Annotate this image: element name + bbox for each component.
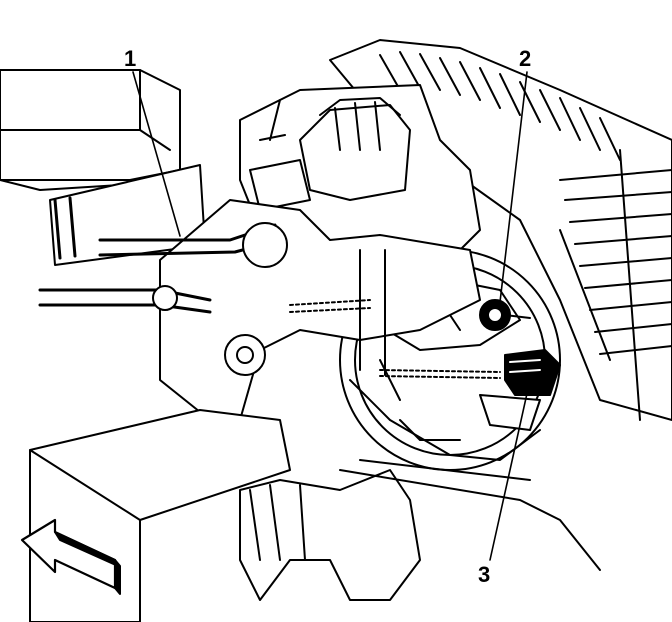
callout-label-3: 3 bbox=[478, 562, 491, 587]
cable-bracket bbox=[38, 199, 501, 421]
leader-line-2 bbox=[499, 71, 528, 303]
callout-label-2: 2 bbox=[519, 46, 532, 71]
leader-line-3 bbox=[489, 379, 531, 561]
leader-line-1 bbox=[132, 71, 181, 237]
callout-label-1: 1 bbox=[124, 46, 137, 71]
booster-fitting bbox=[479, 299, 531, 331]
air-box bbox=[0, 69, 206, 266]
callout-leaders bbox=[132, 71, 531, 561]
direction-arrow-icon bbox=[20, 518, 121, 595]
